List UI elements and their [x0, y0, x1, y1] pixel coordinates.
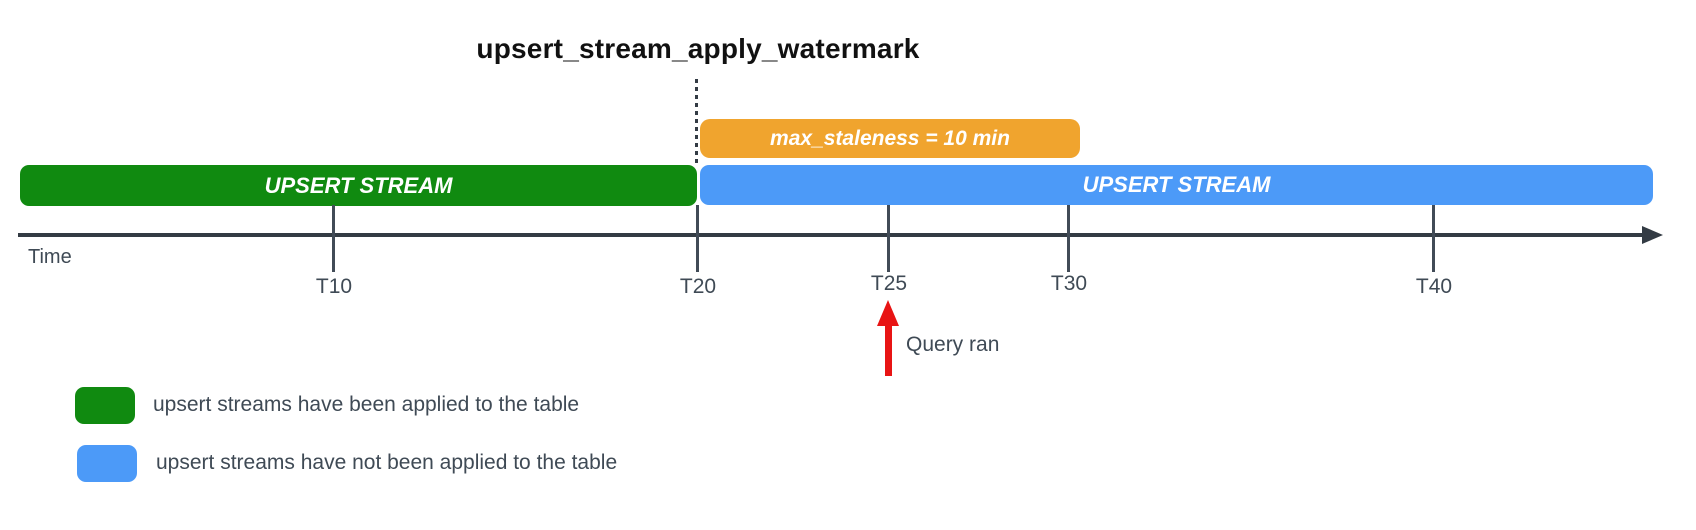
tick-label-t10: T10 — [315, 275, 353, 298]
pending-upsert-stream-bar: UPSERT STREAM — [700, 165, 1653, 205]
legend-label-applied: upsert streams have been applied to the … — [153, 393, 580, 416]
tick-label-t25: T25 — [870, 272, 908, 295]
applied-upsert-stream-bar: UPSERT STREAM — [20, 165, 697, 206]
tick-label-t20: T20 — [679, 275, 717, 298]
tick-line-t20 — [696, 205, 699, 272]
legend-swatch-applied — [75, 387, 135, 424]
query-ran-arrow-icon — [877, 300, 899, 326]
watermark-dotted-line — [695, 79, 698, 165]
tick-line-t25 — [887, 205, 890, 272]
time-axis-line — [18, 233, 1646, 237]
time-axis-label: Time — [28, 246, 72, 268]
tick-line-t10 — [332, 205, 335, 272]
applied-upsert-stream-bar-label: UPSERT STREAM — [264, 172, 453, 198]
max-staleness-bar-label: max_staleness = 10 min — [770, 126, 1010, 150]
pending-upsert-stream-bar-label: UPSERT STREAM — [1082, 172, 1271, 197]
time-axis-arrowhead-icon — [1642, 226, 1663, 244]
page-title: upsert_stream_apply_watermark — [476, 33, 920, 64]
query-ran-arrow-shaft — [885, 324, 892, 376]
query-ran-label: Query ran — [906, 333, 1000, 356]
tick-line-t40 — [1432, 205, 1435, 272]
legend-swatch-not-applied — [77, 445, 137, 482]
tick-label-t40: T40 — [1415, 275, 1453, 298]
legend-label-not-applied: upsert streams have not been applied to … — [156, 451, 618, 474]
tick-label-t30: T30 — [1050, 272, 1088, 295]
max-staleness-bar: max_staleness = 10 min — [700, 119, 1080, 158]
tick-line-t30 — [1067, 205, 1070, 272]
